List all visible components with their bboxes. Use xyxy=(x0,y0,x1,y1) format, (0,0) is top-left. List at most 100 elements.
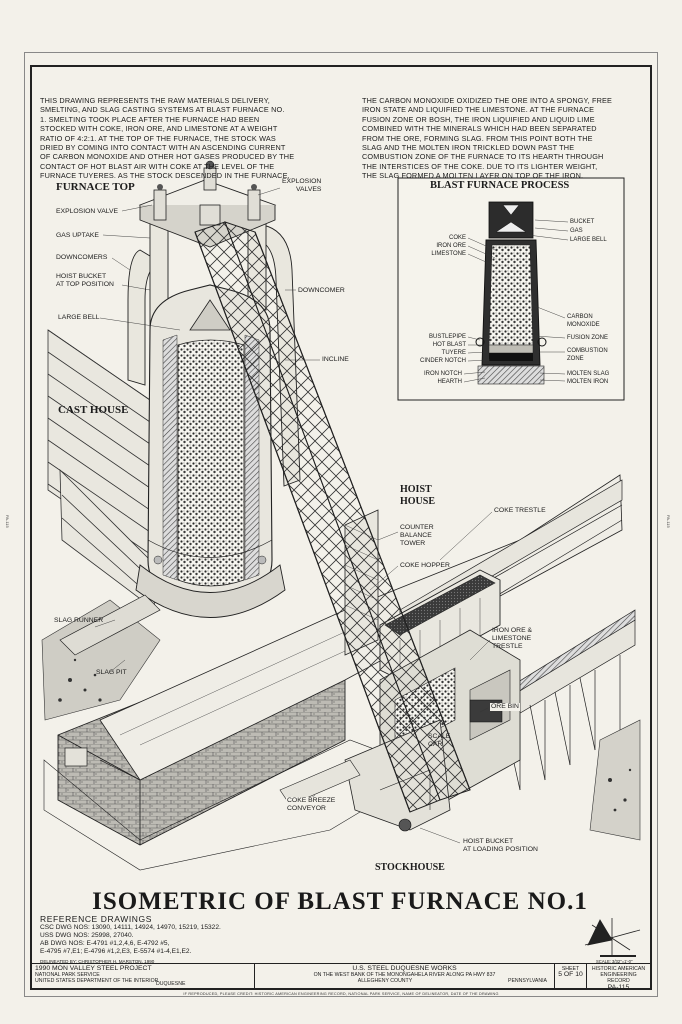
site-region-row: ALLEGHENY COUNTY PENNSYLVANIA xyxy=(258,978,551,984)
process-label-hearth: HEARTH xyxy=(437,379,462,385)
label-ore-bin: ORE BIN xyxy=(490,703,520,711)
reference-drawings: REFERENCE DRAWINGS CSC DWG NOS: 13090, 1… xyxy=(40,915,221,966)
label-line: SCALE xyxy=(428,733,451,740)
side-mark-right: PA-115 xyxy=(666,515,671,528)
project-agency: NATIONAL PARK SERVICE xyxy=(35,972,100,979)
label-downcomer: DOWNCOMER xyxy=(298,287,345,294)
title-block: 1990 MON VALLEY STEEL PROJECT NATIONAL P… xyxy=(32,963,650,991)
intro-line: FURNACE TUYERES. AS THE STOCK DESCENDED … xyxy=(40,171,290,181)
reference-line: USS DWG NOS: 25998, 27040. xyxy=(40,932,134,939)
label-line: HOIST BUCKET xyxy=(463,838,514,845)
intro-line: COMBUSTION ZONE OF THE FURNACE TO ITS HE… xyxy=(362,152,604,162)
sheet-border xyxy=(30,65,652,990)
intro-line: COMBINED WITH THE MINERALS WHICH HAD BEE… xyxy=(362,124,597,134)
side-mark-left: PA-115 xyxy=(5,515,10,528)
label-line: BALANCE xyxy=(400,532,432,539)
label-explosion-valves: EXPLOSION VALVES xyxy=(282,178,321,194)
intro-line: 1. SMELTING TOOK PLACE AFTER THE FURNACE… xyxy=(40,114,260,124)
reference-line: AB DWG NOS: E-4791 #1,2,4,6, E-4792 #5, xyxy=(40,940,170,947)
intro-line: THE CARBON MONOXIDE OXIDIZED THE ORE INT… xyxy=(362,96,613,105)
process-label-limestone: LIMESTONE xyxy=(431,251,466,257)
process-label-tuyere: TUYERE xyxy=(441,350,466,356)
site-name: U.S. STEEL DUQUESNE WORKS xyxy=(352,965,457,972)
label-line: TOWER xyxy=(400,540,426,547)
intro-line: FROM THE ORE, FORMING SLAG. FROM THIS PO… xyxy=(362,133,593,143)
label-explosion-valve: EXPLOSION VALVE xyxy=(56,208,119,215)
state-name: PENNSYLVANIA xyxy=(507,978,547,985)
process-label-hot-blast: HOT BLAST xyxy=(432,342,466,348)
heading-hoist-line: HOUSE xyxy=(400,496,436,507)
drawing-title: ISOMETRIC OF BLAST FURNACE NO.1 xyxy=(92,888,588,915)
label-line: AT TOP POSITION xyxy=(56,281,114,288)
title-block-record: HISTORIC AMERICAN ENGINEERING RECORD PA-… xyxy=(586,964,650,991)
label-line: MONOXIDE xyxy=(567,322,600,328)
title-block-site: U.S. STEEL DUQUESNE WORKS ON THE WEST BA… xyxy=(254,964,554,989)
label-line: COMBUSTION xyxy=(567,348,608,354)
label-line: LIMESTONE xyxy=(492,635,532,642)
process-label-iron-notch: IRON NOTCH xyxy=(424,371,462,377)
reference-line: E-4795 #7,E1; E-4796 #1,2,E3, E-5574 #1-… xyxy=(40,948,192,955)
site-location: ON THE WEST BANK OF THE MONONGAHELA RIVE… xyxy=(313,972,496,979)
label-line: CONVEYOR xyxy=(287,805,326,812)
reference-heading: REFERENCE DRAWINGS xyxy=(40,914,153,924)
label-slag-pit: SLAG PIT xyxy=(96,669,127,676)
city-name: DUQUESNE xyxy=(156,981,186,987)
sheet-outer-border xyxy=(24,52,658,997)
label-line: HOIST BUCKET xyxy=(56,273,107,280)
label-line: CAR xyxy=(428,741,443,748)
label-line: AT LOADING POSITION xyxy=(463,846,538,853)
label-line: COUNTER xyxy=(400,524,434,531)
intro-line: CONTACT OF HOT BLAST AIR WITH COKE AT TH… xyxy=(40,161,275,171)
intro-line: OF CARBON MONOXIDE AND OTHER HOT GASES P… xyxy=(40,152,295,162)
sheet-number: 5 OF 10 xyxy=(558,971,583,979)
process-label-fusion-zone: FUSION ZONE xyxy=(567,335,609,341)
heading-hoist-house: HOIST HOUSE xyxy=(400,484,435,508)
process-label-gas: GAS xyxy=(570,228,583,234)
scale-label: SCALE: 3/32"=1'-0" xyxy=(596,959,633,964)
reference-line: CSC DWG NOS: 13090, 14111, 14924, 14970,… xyxy=(40,924,221,931)
label-slag-runner: SLAG RUNNER xyxy=(54,617,104,624)
project-name: 1990 MON VALLEY STEEL PROJECT xyxy=(35,965,152,972)
label-coke-breeze: COKE BREEZE CONVEYOR xyxy=(286,797,337,813)
label-iron-ore-trestle: IRON ORE & LIMESTONE TRESTLE xyxy=(492,627,532,651)
label-hoist-bucket-loading: HOIST BUCKET AT LOADING POSITION xyxy=(462,838,539,854)
label-line: COKE BREEZE xyxy=(287,797,336,804)
intro-line: FUSION ZONE OR BOSH, THE IRON LIQUIFIED … xyxy=(362,114,595,124)
label-hoist-bucket-top: HOIST BUCKET AT TOP POSITION xyxy=(56,273,114,289)
intro-line: THE SLAG FORMED A MOLTEN LAYER ON TOP OF… xyxy=(362,171,584,181)
delineator: DELINEATED BY: CHRISTOPHER H. MARSTON, 1… xyxy=(40,959,155,964)
label-line: CARBON xyxy=(567,314,593,320)
sheet-label: SHEET xyxy=(561,966,580,972)
label-incline: INCLINE xyxy=(322,356,349,363)
label-line: IRON ORE & xyxy=(492,627,533,634)
label-coke-trestle: COKE TRESTLE xyxy=(494,507,546,514)
heading-cast-house: CAST HOUSE xyxy=(58,404,129,416)
label-coke-hopper: COKE HOPPER xyxy=(400,562,450,569)
intro-text-right: THE CARBON MONOXIDE OXIDIZED THE ORE INT… xyxy=(362,96,652,181)
label-large-bell: LARGE BELL xyxy=(58,314,100,321)
county-name: ALLEGHENY COUNTY xyxy=(357,978,413,985)
label-downcomers: DOWNCOMERS xyxy=(56,254,108,261)
record-number: PA-115 xyxy=(607,983,630,991)
label-counter-balance: COUNTER BALANCE TOWER xyxy=(400,524,434,548)
intro-line: STOCKED WITH COKE, IRON ORE, AND LIMESTO… xyxy=(40,124,278,134)
process-label-coke: COKE xyxy=(448,235,466,241)
heading-hoist-line: HOIST xyxy=(400,484,432,495)
process-label-combustion-zone: COMBUSTION ZONE xyxy=(567,347,608,363)
process-label-bustlepipe: BUSTLEPIPE xyxy=(428,334,466,340)
heading-stockhouse: STOCKHOUSE xyxy=(375,862,445,873)
intro-line: THIS DRAWING REPRESENTS THE RAW MATERIAL… xyxy=(40,96,270,105)
process-label-iron-ore: IRON ORE xyxy=(436,243,466,249)
title-block-project: 1990 MON VALLEY STEEL PROJECT NATIONAL P… xyxy=(32,964,254,989)
intro-line: IRON STATE AND LIQUIFIED THE LIMESTONE. … xyxy=(362,105,595,115)
heading-furnace-top: FURNACE TOP xyxy=(56,181,135,193)
record-line: ENGINEERING RECORD xyxy=(600,972,637,985)
label-gas-uptake: GAS UPTAKE xyxy=(56,232,99,239)
process-label-carbon-monoxide: CARBON MONOXIDE xyxy=(567,313,600,329)
intro-line: THE INTERSTICES OF THE COKE. DUE TO ITS … xyxy=(362,161,598,171)
heading-process: BLAST FURNACE PROCESS xyxy=(430,180,570,191)
intro-line: RATIO OF 4:2:1. AT THE TOP OF THE FURNAC… xyxy=(40,133,276,143)
label-scale-car: SCALE CAR xyxy=(428,733,450,749)
